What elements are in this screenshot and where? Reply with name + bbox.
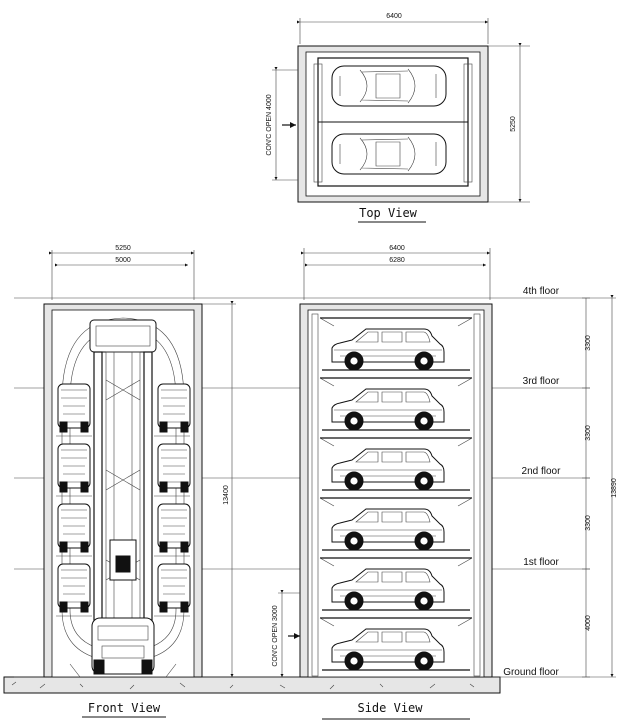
side-pallets bbox=[319, 317, 473, 671]
floor-height-1-g: 4000 bbox=[585, 615, 592, 631]
side-inner-width-label: 6280 bbox=[389, 257, 405, 264]
side-view-title: Side View bbox=[357, 701, 423, 715]
front-view-title: Front View bbox=[88, 701, 161, 715]
top-width-dim-label: 6400 bbox=[386, 13, 402, 20]
front-outer-width-dimension: 5250 bbox=[49, 245, 195, 300]
front-height-label: 13400 bbox=[223, 485, 230, 505]
front-car-left-3 bbox=[57, 383, 91, 433]
front-car-left-2 bbox=[57, 443, 91, 493]
floor-height-3-2: 3300 bbox=[585, 425, 592, 441]
front-car-right-1 bbox=[157, 503, 191, 553]
top-view-entry: CON'C OPEN 4000 bbox=[266, 67, 298, 181]
floor-label-3rd: 3rd floor bbox=[523, 376, 560, 387]
top-depth-dim-label: 5250 bbox=[510, 116, 517, 132]
side-inner-width-dimension: 6280 bbox=[305, 257, 486, 267]
top-view-car-lower bbox=[331, 133, 447, 175]
floor-label-1st: 1st floor bbox=[523, 557, 559, 568]
front-height-dimension: 13400 bbox=[202, 301, 236, 677]
front-car-right-0 bbox=[157, 563, 191, 613]
front-car-left-0 bbox=[57, 563, 91, 613]
floor-label-2nd: 2nd floor bbox=[522, 466, 562, 477]
floor-height-dimensions: 3300 3300 3300 4000 bbox=[582, 297, 592, 678]
side-outer-width-dimension: 6400 bbox=[301, 245, 491, 300]
front-inner-width-label: 5000 bbox=[115, 257, 131, 264]
top-entry-label: CON'C OPEN 4000 bbox=[266, 94, 273, 155]
front-outer-width-label: 5250 bbox=[115, 245, 131, 252]
side-entry-label: CON'C OPEN 3000 bbox=[272, 605, 279, 666]
ground-slab bbox=[3, 676, 501, 694]
top-view-width-dimension: 6400 bbox=[297, 13, 489, 44]
front-car-right-2 bbox=[157, 443, 191, 493]
side-shaft bbox=[307, 309, 485, 678]
top-view-title: Top View bbox=[359, 206, 418, 220]
total-height-dimension: 13890 bbox=[590, 295, 618, 678]
top-view: 6400 5250 CON'C OPEN 4000 Top View bbox=[266, 13, 530, 223]
top-view-car-upper bbox=[331, 65, 447, 107]
front-car-left-1 bbox=[57, 503, 91, 553]
front-view: 5250 5000 bbox=[43, 245, 236, 718]
side-view: 6400 6280 CON'C OPEN 3000 4t bbox=[272, 245, 618, 720]
floor-label-ground: Ground floor bbox=[503, 667, 559, 678]
top-view-depth-dimension: 5250 bbox=[488, 43, 530, 203]
side-entry: CON'C OPEN 3000 bbox=[272, 590, 300, 677]
floor-height-2-1: 3300 bbox=[585, 515, 592, 531]
floor-height-4-3: 3300 bbox=[585, 335, 592, 351]
front-car-right-3 bbox=[157, 383, 191, 433]
total-height-label: 13890 bbox=[611, 478, 618, 498]
floor-label-4th: 4th floor bbox=[523, 286, 560, 297]
side-outer-width-label: 6400 bbox=[389, 245, 405, 252]
front-inner-width-dimension: 5000 bbox=[55, 257, 188, 267]
